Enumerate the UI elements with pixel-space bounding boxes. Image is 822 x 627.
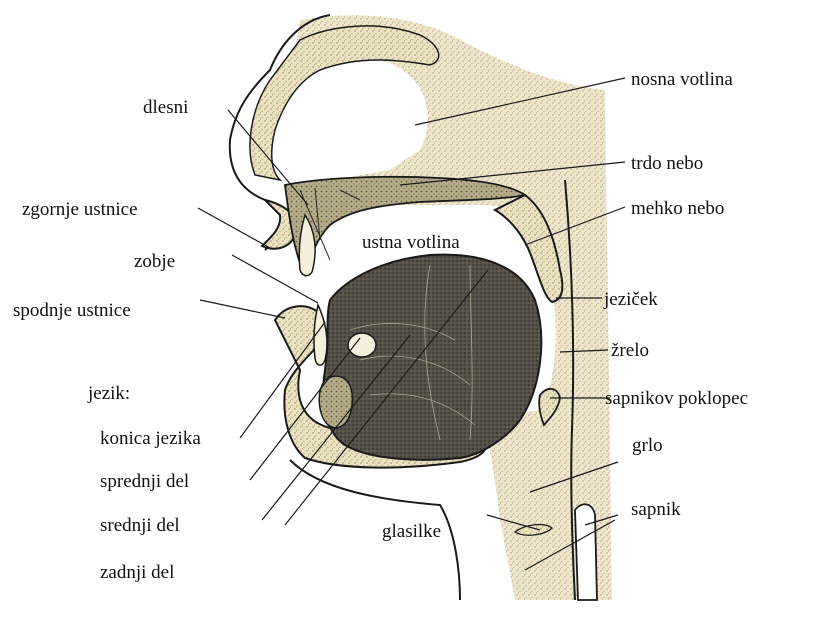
- label-sapnik: sapnik: [631, 500, 681, 519]
- label-grlo: grlo: [632, 436, 663, 455]
- label-srednji-del: srednji del: [100, 516, 180, 535]
- label-spodnje-ustnice: spodnje ustnice: [13, 301, 131, 320]
- label-trdo-nebo: trdo nebo: [631, 154, 703, 173]
- label-zrelo: žrelo: [611, 341, 649, 360]
- label-nosna-votlina: nosna votlina: [631, 70, 733, 89]
- label-zadnji-del: zadnji del: [100, 563, 174, 582]
- label-jezicek: jeziček: [604, 290, 658, 309]
- label-glasilke: glasilke: [382, 522, 441, 541]
- label-dlesni: dlesni: [143, 98, 188, 117]
- label-jezik: jezik:: [88, 384, 130, 403]
- label-sapnikov-poklopec: sapnikov poklopec: [605, 389, 748, 408]
- label-sprednji-del: sprednji del: [100, 472, 189, 491]
- label-mehko-nebo: mehko nebo: [631, 199, 724, 218]
- label-ustna-votlina: ustna votlina: [362, 233, 460, 252]
- label-zgornje-ustnice: zgornje ustnice: [22, 200, 138, 219]
- label-konica-jezika: konica jezika: [100, 429, 201, 448]
- trachea: [575, 504, 597, 600]
- label-zobje: zobje: [134, 252, 175, 271]
- tongue: [323, 255, 541, 460]
